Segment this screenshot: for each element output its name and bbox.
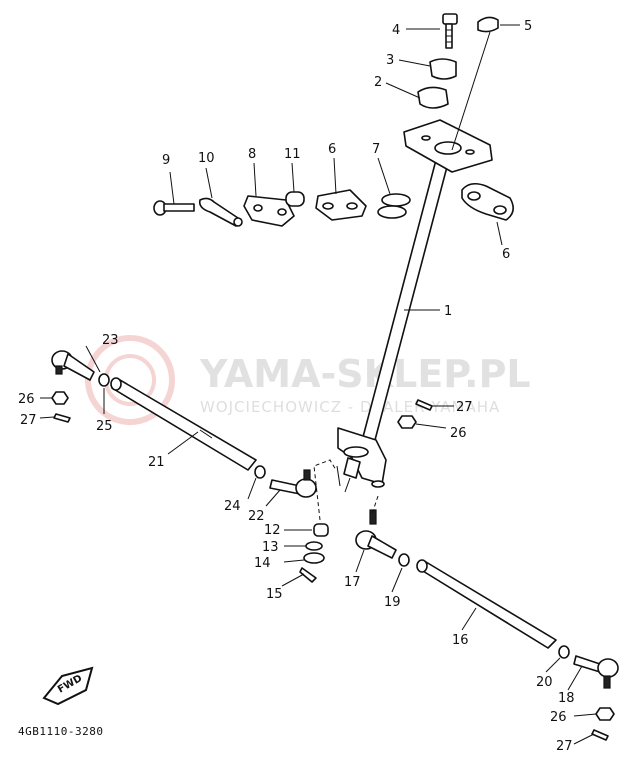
part-23-tie-rod-end-left	[51, 350, 95, 381]
callout-4: 4	[392, 23, 400, 38]
part-16-tie-rod-right	[416, 559, 557, 649]
callout-7: 7	[372, 142, 380, 157]
part-27-pin-a	[53, 413, 71, 423]
part-20-nut	[558, 645, 570, 659]
part-12-collar	[313, 523, 329, 537]
callout-17: 17	[344, 575, 361, 590]
part-27-pin-c	[591, 729, 609, 741]
part-14-nut	[303, 552, 325, 564]
part-6-clamp-right	[461, 182, 514, 221]
part-2-bushing-lower	[417, 86, 449, 109]
part-3-bushing-upper	[429, 58, 457, 80]
callout-3: 3	[386, 53, 394, 68]
callout-23: 23	[102, 333, 119, 348]
part-7-rings	[377, 193, 411, 219]
callout-18: 18	[558, 691, 575, 706]
callout-26-a: 26	[18, 392, 35, 407]
part-4-bolt	[442, 13, 458, 49]
part-6-clamp-left	[315, 189, 367, 221]
callout-20: 20	[536, 675, 553, 690]
callout-1: 1	[444, 304, 452, 319]
callout-11: 11	[284, 147, 301, 162]
callout-12: 12	[264, 523, 281, 538]
callout-16: 16	[452, 633, 469, 648]
callout-leaders	[39, 24, 597, 745]
callout-13: 13	[262, 540, 279, 555]
part-22-tie-rod-end	[269, 469, 317, 498]
part-8-plate	[243, 195, 295, 227]
callout-labels: 4 5 3 2 9 10 8 11 6 7 6 1 23 26 27 25 21…	[18, 19, 575, 754]
part-26-nut-c	[595, 707, 615, 721]
fwd-arrow-icon: FWD	[42, 666, 94, 706]
callout-21: 21	[148, 455, 165, 470]
part-24-nut	[254, 465, 266, 479]
part-17-tie-rod-end-right	[355, 509, 397, 559]
watermark-logo-ring	[85, 335, 175, 425]
part-21-tie-rod-left	[110, 377, 257, 471]
callout-15: 15	[266, 587, 283, 602]
callout-22: 22	[248, 509, 265, 524]
part-18-tie-rod-end-far-right	[573, 655, 619, 689]
part-19-nut	[398, 553, 410, 567]
part-10-pin	[198, 197, 243, 227]
callout-26-b: 26	[450, 426, 467, 441]
callout-27-c: 27	[556, 739, 573, 754]
callout-19: 19	[384, 595, 401, 610]
part-26-nut-a	[51, 391, 69, 405]
part-27-pin-b	[415, 399, 433, 411]
callout-6-right: 6	[502, 247, 510, 262]
callout-2: 2	[374, 75, 382, 90]
part-11-collar	[285, 191, 305, 207]
callout-25: 25	[96, 419, 113, 434]
callout-27-b: 27	[456, 400, 473, 415]
callout-6-left: 6	[328, 142, 336, 157]
callout-14: 14	[254, 556, 271, 571]
callout-27-a: 27	[20, 413, 37, 428]
watermark-title: YAMA-SKLEP.PL	[199, 352, 531, 396]
part-25-nut-left	[98, 373, 110, 387]
part-26-nut-b	[397, 415, 417, 429]
callout-9: 9	[162, 153, 170, 168]
part-5-cap	[477, 16, 499, 33]
callout-5: 5	[524, 19, 532, 34]
part-15-pin	[299, 567, 317, 583]
callout-24: 24	[224, 499, 241, 514]
part-13-washer	[305, 541, 323, 551]
part-9-bolt	[153, 200, 195, 216]
callout-8: 8	[248, 147, 256, 162]
callout-26-c: 26	[550, 710, 567, 725]
part-1-steering-column	[336, 119, 493, 493]
callout-10: 10	[198, 151, 215, 166]
diagram-code: 4GB1110-3280	[18, 725, 103, 738]
